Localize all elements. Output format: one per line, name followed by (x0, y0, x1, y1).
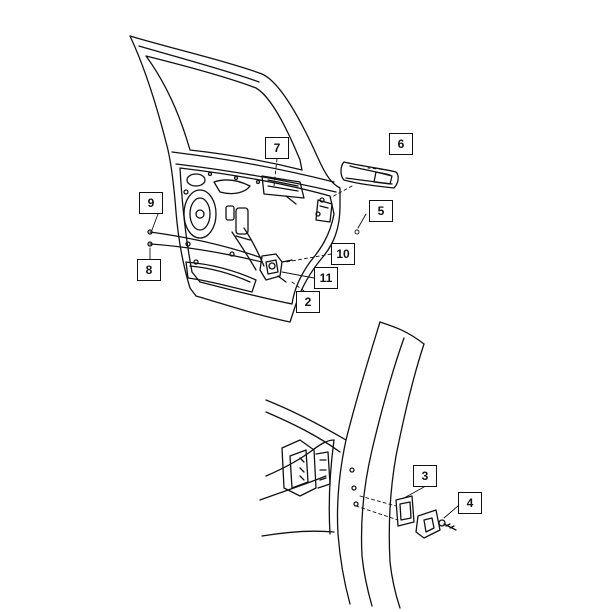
callout-4: 4 (458, 492, 482, 514)
callout-11: 11 (314, 267, 338, 289)
callout-10: 10 (331, 243, 355, 265)
door-handle-rods (147, 229, 263, 263)
callout-2: 2 (296, 291, 320, 313)
callout-3: 3 (413, 465, 437, 487)
door-latch-assembly (259, 253, 293, 283)
door-inner-panel (179, 167, 335, 305)
door-striker-parts (355, 486, 459, 539)
callout-7: 7 (265, 137, 289, 159)
callout-9: 9 (139, 192, 163, 214)
rear-door-frame (129, 35, 341, 323)
body-pillar-section (259, 321, 425, 609)
callout-5: 5 (369, 200, 393, 222)
callout-8: 8 (137, 259, 161, 281)
hinge-assembly (281, 439, 359, 507)
leader-lines-upper (149, 158, 389, 292)
callout-6: 6 (389, 133, 413, 155)
exterior-door-handle (340, 161, 399, 189)
